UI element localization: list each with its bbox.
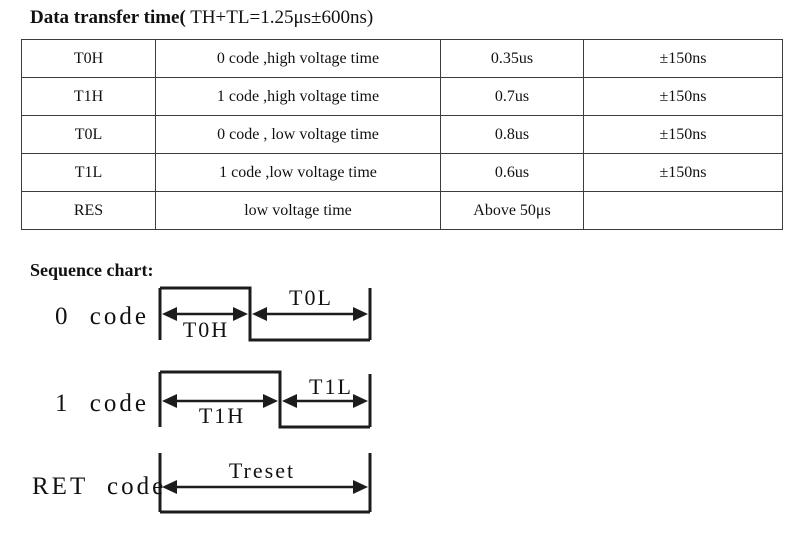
cell-symbol: T1H [21, 77, 156, 116]
sequence-chart-heading: Sequence chart: [30, 260, 154, 280]
title-bold-text: Data transfer time( [30, 7, 186, 28]
waveform-0-code: T0H T0L 0 code [55, 285, 372, 342]
cell-symbol: T0L [21, 115, 156, 154]
cell-tolerance: ±150ns [583, 39, 783, 78]
cell-tolerance [583, 191, 783, 230]
zero-code-label: 0 code [55, 303, 149, 330]
t0l-label: T0L [289, 285, 333, 310]
cell-symbol: T0H [21, 39, 156, 78]
waveform-ret-code: Treset RET code [32, 453, 372, 514]
cell-value: Above 50μs [440, 191, 584, 230]
table-row: RES low voltage time Above 50μs [21, 191, 783, 230]
cell-symbol: T1L [21, 153, 156, 192]
treset-arrow [162, 480, 368, 494]
cell-description: low voltage time [155, 191, 441, 230]
cell-description: 1 code ,low voltage time [155, 153, 441, 192]
t0l-arrow [252, 307, 368, 321]
t0h-arrow [162, 307, 248, 321]
wave-step [160, 370, 370, 429]
cell-description: 1 code ,high voltage time [155, 77, 441, 116]
cell-tolerance: ±150ns [583, 115, 783, 154]
t1h-label: T1H [199, 403, 245, 428]
cell-value: 0.8us [440, 115, 584, 154]
timing-table: T0H 0 code ,high voltage time 0.35us ±15… [21, 39, 783, 230]
table-row: T1L 1 code ,low voltage time 0.6us ±150n… [21, 153, 783, 192]
ret-code-label: RET code [32, 473, 166, 500]
waveform-1-code: T1H T1L 1 code [55, 370, 372, 429]
t1l-arrow [282, 394, 368, 408]
cell-value: 0.35us [440, 39, 584, 78]
table-row: T1H 1 code ,high voltage time 0.7us ±150… [21, 77, 783, 116]
wave-step [160, 286, 370, 342]
table-row: T0L 0 code , low voltage time 0.8us ±150… [21, 115, 783, 154]
one-code-label: 1 code [55, 390, 149, 417]
cell-value: 0.6us [440, 153, 584, 192]
t0h-label: T0H [183, 317, 229, 342]
page-title: Data transfer time( TH+TL=1.25μs±600ns) [30, 7, 373, 29]
t1l-label: T1L [309, 374, 353, 399]
t1h-arrow [162, 394, 278, 408]
title-normal-text: TH+TL=1.25μs±600ns) [185, 7, 374, 28]
cell-value: 0.7us [440, 77, 584, 116]
treset-label: Treset [229, 458, 295, 483]
cell-description: 0 code , low voltage time [155, 115, 441, 154]
